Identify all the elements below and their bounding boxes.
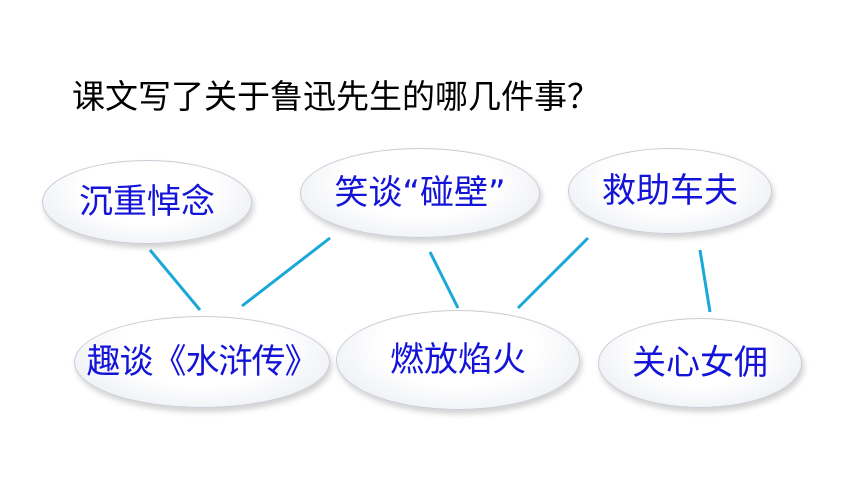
- event-label: 救助车夫: [602, 171, 738, 211]
- event-label: 关心女佣: [632, 343, 768, 383]
- connector-line: [698, 249, 712, 313]
- connector-line: [516, 236, 590, 310]
- event-label: 沉重悼念: [79, 182, 215, 222]
- question-title: 课文写了关于鲁迅先生的哪几件事？: [72, 77, 600, 116]
- connector-line: [148, 249, 202, 311]
- event-bubble: 沉重悼念: [42, 160, 252, 244]
- connector-line: [241, 236, 331, 308]
- event-label: 燃放焰火: [390, 340, 526, 380]
- event-bubble: 笑谈“碰壁”: [300, 148, 540, 238]
- event-label: 趣谈《水浒传》: [86, 342, 319, 382]
- connector-line: [428, 251, 460, 309]
- event-bubble: 燃放焰火: [336, 310, 580, 410]
- event-bubble: 救助车夫: [568, 148, 772, 234]
- event-label: 笑谈“碰壁”: [334, 173, 506, 213]
- event-bubble: 趣谈《水浒传》: [74, 316, 330, 408]
- event-bubble: 关心女佣: [598, 318, 802, 408]
